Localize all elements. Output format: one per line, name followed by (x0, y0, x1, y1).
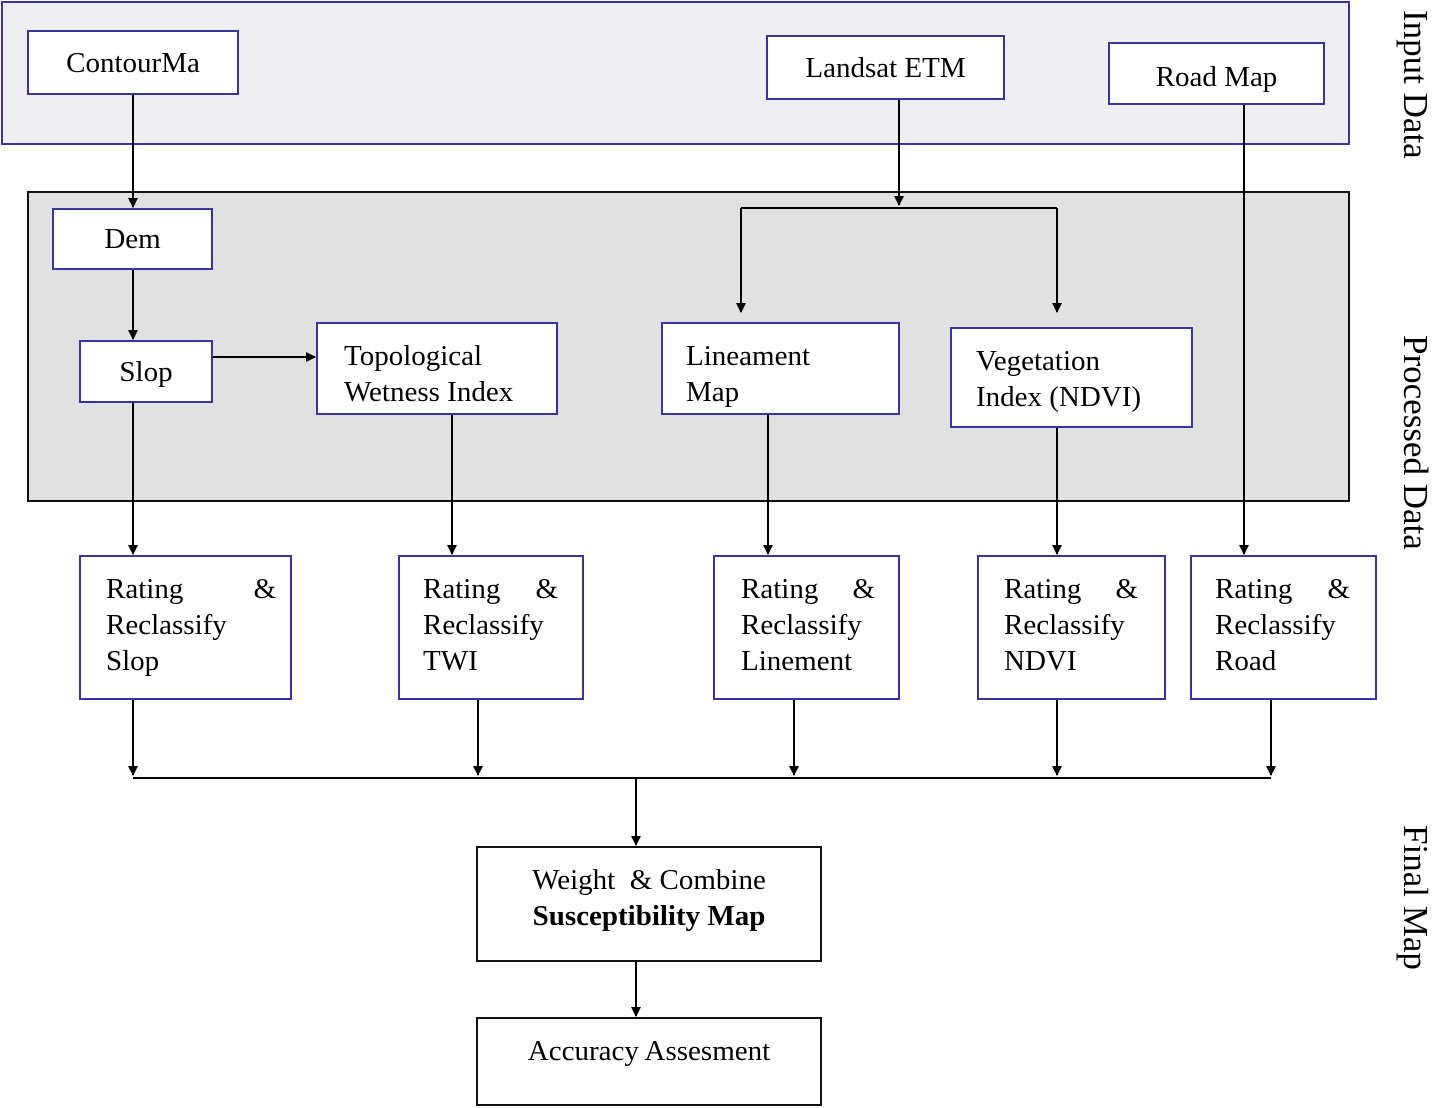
rating-slop-word: Rating (106, 573, 184, 605)
rating-ndvi-box: Rating & Reclassify NDVI (977, 555, 1166, 700)
processed-data-section-label: Processed Data (1396, 335, 1435, 550)
rating-ndvi-amp: & (1115, 573, 1138, 605)
rating-lineament-box: Rating & Reclassify Linement (713, 555, 900, 700)
accuracy-label: Accuracy Assesment (527, 1035, 771, 1067)
rating-slop-box: Rating & Reclassify Slop (79, 555, 292, 700)
contour-map-box: ContourMa (27, 30, 239, 95)
rating-twi-word: Rating (423, 573, 501, 605)
rating-lineament-word: Rating (741, 573, 819, 605)
rating-lineament-amp: & (852, 573, 875, 605)
road-map-box: Road Map (1108, 42, 1325, 105)
rating-twi-line2: Reclassify (423, 609, 544, 641)
weight-combine-label: Weight & Combine (532, 864, 766, 896)
landsat-etm-box: Landsat ETM (766, 35, 1005, 100)
contour-map-label: ContourMa (66, 46, 200, 79)
ndvi-label-line2: Index (NDVI) (976, 381, 1142, 413)
ndvi-label-line1: Vegetation (976, 345, 1101, 377)
landsat-etm-label: Landsat ETM (805, 51, 966, 84)
slop-box: Slop (79, 340, 213, 403)
rating-twi-line3: TWI (423, 645, 478, 677)
rating-slop-line2: Reclassify (106, 609, 227, 641)
rating-road-box: Rating & Reclassify Road (1190, 555, 1377, 700)
rating-slop-line3: Slop (106, 645, 160, 677)
rating-road-amp: & (1327, 573, 1350, 605)
weight-combine-box: Weight & Combine Susceptibility Map (476, 846, 822, 962)
slop-label: Slop (119, 355, 173, 388)
final-map-section-label: Final Map (1396, 825, 1435, 970)
ndvi-box: Vegetation Index (NDVI) (950, 327, 1193, 428)
rating-road-line3: Road (1215, 645, 1277, 677)
rating-road-line2: Reclassify (1215, 609, 1336, 641)
rating-ndvi-word: Rating (1004, 573, 1082, 605)
lineament-label-line2: Map (686, 376, 740, 408)
rating-twi-box: Rating & Reclassify TWI (398, 555, 584, 700)
rating-lineament-line3: Linement (741, 645, 853, 677)
road-map-label: Road Map (1155, 60, 1278, 93)
susceptibility-map-label: Susceptibility Map (532, 900, 766, 932)
twi-box: Topological Wetness Index (316, 322, 558, 415)
dem-label: Dem (104, 223, 161, 255)
rating-lineament-line2: Reclassify (741, 609, 862, 641)
lineament-box: Lineament Map (661, 322, 900, 415)
rating-slop-amp: & (253, 573, 276, 605)
accuracy-box: Accuracy Assesment (476, 1017, 822, 1106)
rating-road-word: Rating (1215, 573, 1293, 605)
lineament-label-line1: Lineament (686, 340, 811, 372)
dem-box: Dem (52, 208, 213, 270)
twi-label-line1: Topological (344, 340, 483, 372)
rating-ndvi-line3: NDVI (1004, 645, 1077, 677)
rating-ndvi-line2: Reclassify (1004, 609, 1125, 641)
rating-twi-amp: & (535, 573, 558, 605)
input-data-section-label: Input Data (1396, 10, 1435, 159)
twi-label-line2: Wetness Index (344, 376, 514, 408)
